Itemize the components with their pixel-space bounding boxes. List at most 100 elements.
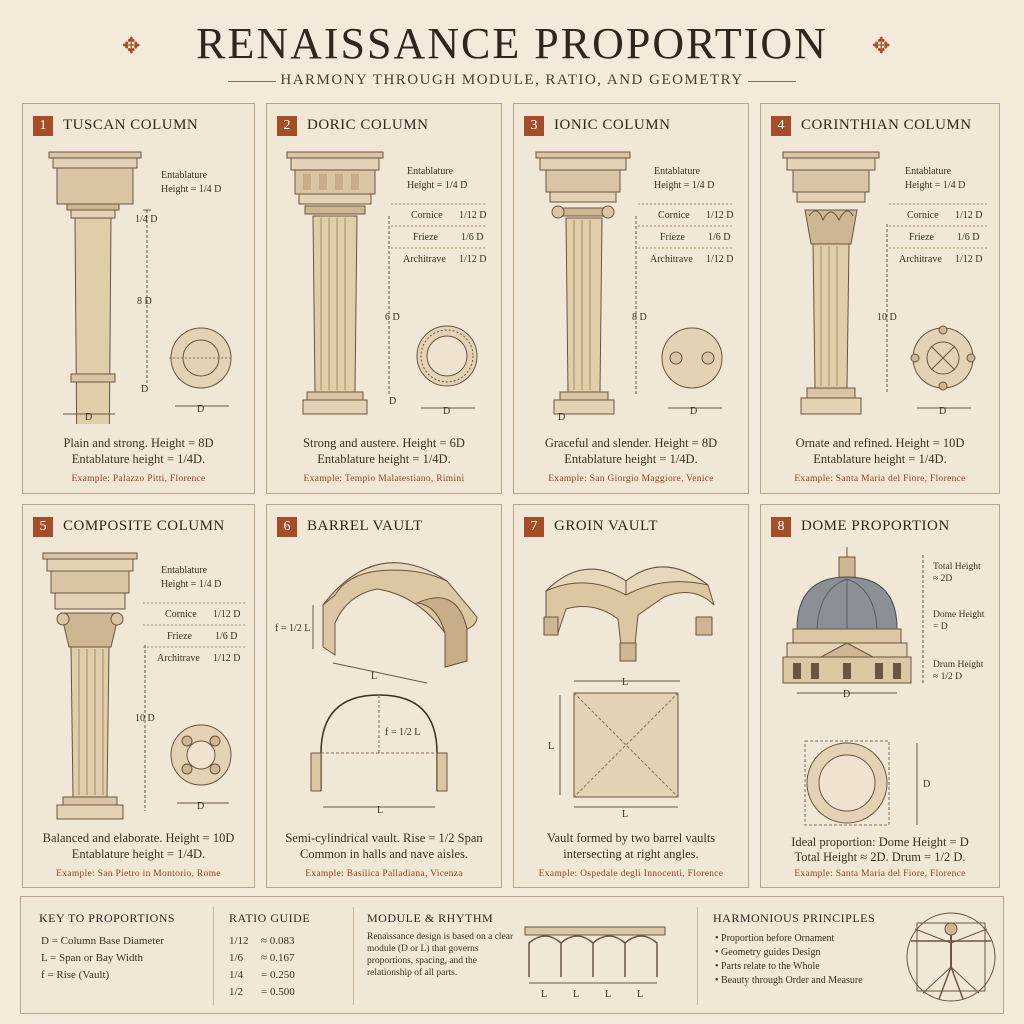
ionic-part-ratio: 1/12 D: [706, 254, 734, 265]
dome-height-value: = D: [933, 622, 948, 632]
subtitle-rule-left: [228, 81, 276, 82]
panel-number: 6: [277, 517, 297, 537]
panel-description-line1: Plain and strong. Height = 8D: [63, 436, 214, 450]
panel-example: Example: San Giorgio Maggiore, Venice: [548, 474, 714, 484]
ionic-entablature-label: Entablature: [654, 166, 701, 177]
panel-description-line2: Common in halls and nave aisles.: [299, 847, 469, 861]
panel-barrel-vault: 6 BARREL VAULT f = 1/2 L L f = 1/2 L L S…: [266, 504, 502, 888]
ionic-part-name: Frieze: [660, 232, 686, 243]
panel-title: IONIC COLUMN: [554, 117, 671, 133]
dome-drawing: Total Height ≈ 2D Dome Height = D Drum H…: [782, 547, 985, 826]
vitruvian-man-icon: [906, 912, 996, 1002]
panel-description-line2: Entablature height = 1/4D.: [71, 452, 206, 466]
divider: [697, 907, 698, 1005]
panel-description-line2: Total Height ≈ 2D. Drum = 1/2 D.: [794, 850, 966, 864]
panel-tuscan-column: 1 TUSCAN COLUMN 1/4 D 8 D D D Entablatur…: [22, 103, 255, 494]
principles-title: HARMONIOUS PRINCIPLES: [713, 911, 876, 925]
groin-bottom-label: L: [622, 809, 628, 820]
doric-part-name: Cornice: [411, 210, 443, 221]
panel-number: 8: [771, 517, 791, 537]
panel-title: DOME PROPORTION: [801, 518, 950, 534]
corinthian-part-name: Architrave: [899, 254, 942, 265]
tuscan-entablature-label: Entablature: [161, 170, 208, 181]
panel-groin-vault: 7 GROIN VAULT L L L Vault formed by two …: [513, 504, 749, 888]
doric-part-ratio: 1/12 D: [459, 254, 487, 265]
bay-label: L: [541, 989, 547, 1000]
panel-number: 2: [277, 116, 297, 136]
composite-entablature-label: Entablature: [161, 565, 208, 576]
ionic-part-ratio: 1/6 D: [708, 232, 731, 243]
panel-dome-proportion: 8 DOME PROPORTION Total Height ≈ 2D Dome…: [760, 504, 1000, 888]
panel-description-line2: Entablature height = 1/4D.: [564, 452, 698, 466]
tuscan-height-label: 8 D: [137, 296, 152, 307]
doric-part-ratio: 1/12 D: [459, 210, 487, 221]
key-item: D = Column Base Diameter: [41, 935, 164, 947]
composite-part-ratio: 1/6 D: [215, 631, 238, 642]
composite-part-ratio: 1/12 D: [213, 653, 241, 664]
panel-title: COMPOSITE COLUMN: [63, 518, 225, 534]
panel-description-line1: Strong and austere. Height = 6D: [303, 436, 465, 450]
tuscan-top-label: 1/4 D: [135, 214, 158, 225]
page-subtitle: HARMONY THROUGH MODULE, RATIO, AND GEOME…: [280, 72, 744, 88]
ratio-value: = 0.500: [261, 986, 295, 998]
corinthian-entablature-height: Height = 1/4 D: [905, 180, 965, 191]
corinthian-part-ratio: 1/12 D: [955, 254, 983, 265]
ionic-entablature-height: Height = 1/4 D: [654, 180, 714, 191]
tuscan-entablature-height: Height = 1/4 D: [161, 184, 221, 195]
composite-part-name: Cornice: [165, 609, 197, 620]
panel-example: Example: Santa Maria del Fiore, Florence: [794, 474, 966, 484]
bay-label: L: [573, 989, 579, 1000]
ionic-part-name: Architrave: [650, 254, 693, 265]
corinthian-section-label: D: [939, 406, 946, 417]
ionic-height-label: 8 D: [632, 312, 647, 323]
panel-title: CORINTHIAN COLUMN: [801, 117, 972, 133]
header: ✥ RENAISSANCE PROPORTION ✥ HARMONY THROU…: [0, 0, 1024, 100]
left-ornament-icon: ✥: [122, 34, 141, 59]
barrel-rise-3d-label: f = 1/2 L: [275, 623, 310, 634]
doric-column-drawing: Entablature Height = 1/4 D Cornice 1/12 …: [286, 151, 487, 417]
panel-ionic-column: 3 IONIC COLUMN Entablature Height = 1/4 …: [513, 103, 749, 494]
module-text: Renaissance design is based on a clear m…: [367, 932, 514, 978]
panel-doric-column: 2 DORIC COLUMN Entablature Height = 1/4 …: [266, 103, 502, 494]
bay-label: L: [637, 989, 643, 1000]
tuscan-base-label: D: [141, 384, 148, 395]
panel-composite-column: 5 COMPOSITE COLUMN Entablature Height = …: [22, 504, 255, 888]
ratio-value: ≈ 0.083: [261, 935, 295, 947]
panel-description-line1: Ideal proportion: Dome Height = D: [791, 835, 969, 849]
principle-item: • Beauty through Order and Measure: [715, 975, 863, 986]
composite-part-name: Frieze: [167, 631, 193, 642]
panel-example: Example: Ospedale degli Innocenti, Flore…: [538, 869, 724, 879]
bay-label: L: [605, 989, 611, 1000]
panel-description-line1: Balanced and elaborate. Height = 10D: [42, 831, 235, 845]
ratio-fraction: 1/4: [229, 969, 244, 981]
corinthian-part-ratio: 1/6 D: [957, 232, 980, 243]
doric-part-ratio: 1/6 D: [461, 232, 484, 243]
barrel-span-label: L: [377, 805, 383, 816]
module-title: MODULE & RHYTHM: [367, 911, 494, 925]
dome-height-label: Dome Height: [933, 610, 985, 620]
groin-vault-drawing: L L L: [543, 566, 715, 820]
panel-title: DORIC COLUMN: [307, 117, 429, 133]
key-title: KEY TO PROPORTIONS: [39, 911, 176, 925]
dome-total-label: Total Height: [933, 562, 981, 572]
panel-example: Example: Palazzo Pitti, Florence: [71, 474, 206, 484]
composite-column-drawing: Entablature Height = 1/4 D Cornice 1/12 …: [42, 552, 247, 820]
tuscan-column-drawing: 1/4 D 8 D D D Entablature Height = 1/4 D…: [48, 151, 233, 424]
right-ornament-icon: ✥: [872, 34, 891, 59]
panel-number: 5: [33, 517, 53, 537]
corinthian-part-ratio: 1/12 D: [955, 210, 983, 221]
principle-item: • Parts relate to the Whole: [715, 961, 820, 972]
composite-part-ratio: 1/12 D: [213, 609, 241, 620]
panel-description-line2: Entablature height = 1/4D.: [317, 452, 451, 466]
panel-example: Example: Basilica Palladiana, Vicenza: [305, 869, 463, 879]
panel-number: 4: [771, 116, 791, 136]
composite-entablature-height: Height = 1/4 D: [161, 579, 221, 590]
tuscan-width-label: D: [85, 412, 92, 423]
subtitle-rule-right: [748, 81, 796, 82]
panel-title: TUSCAN COLUMN: [63, 117, 199, 133]
ionic-section-label: D: [690, 406, 697, 417]
panel-example: Example: Santa Maria del Fiore, Florence: [794, 869, 966, 879]
arcade-module-diagram: L L L L: [524, 926, 666, 1000]
panel-number: 1: [33, 116, 53, 136]
panel-description-line1: Semi-cylindrical vault. Rise = 1/2 Span: [285, 831, 483, 845]
